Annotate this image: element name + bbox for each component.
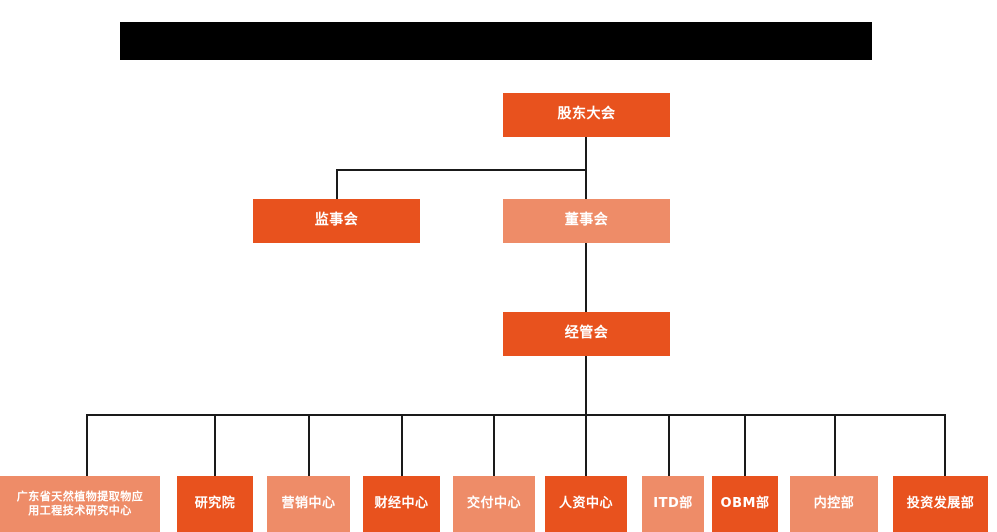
org-node-gd-plant-extract-center[interactable]: 广东省天然植物提取物应 用工程技术研究中心 [0, 476, 160, 532]
org-node-label: 人资中心 [558, 495, 613, 511]
redacted-title-banner [120, 22, 872, 60]
connector-drop-research-institute [214, 414, 216, 476]
org-node-directors[interactable]: 董事会 [503, 199, 670, 243]
org-node-label: 股东大会 [557, 106, 616, 123]
org-node-label: OBM部 [720, 495, 770, 511]
org-node-label: 内控部 [813, 495, 855, 511]
connector-drop-investment-development-department [944, 414, 946, 476]
connector-management-stem [585, 356, 587, 416]
org-node-itd-department[interactable]: ITD部 [642, 476, 704, 532]
org-node-label: 研究院 [194, 495, 236, 511]
connector-shareholders-stem [585, 137, 587, 199]
connector-drop-obm-department [744, 414, 746, 476]
org-node-research-institute[interactable]: 研究院 [177, 476, 253, 532]
connector-directors-to-management [585, 243, 587, 312]
org-node-investment-development-department[interactable]: 投资发展部 [893, 476, 988, 532]
org-node-label: 交付中心 [466, 495, 521, 511]
org-node-label: 董事会 [564, 212, 609, 229]
connector-drop-internal-control-department [834, 414, 836, 476]
org-node-label: 财经中心 [374, 495, 429, 511]
connector-supervisors-drop [336, 169, 338, 199]
org-node-label: 营销中心 [281, 495, 336, 511]
org-node-marketing-center[interactable]: 营销中心 [267, 476, 350, 532]
org-node-label: ITD部 [653, 495, 693, 511]
org-node-internal-control-department[interactable]: 内控部 [790, 476, 878, 532]
org-node-label: 投资发展部 [906, 495, 975, 511]
org-node-label: 经管会 [564, 325, 609, 342]
connector-drop-itd-department [668, 414, 670, 476]
org-node-shareholders[interactable]: 股东大会 [503, 93, 670, 137]
connector-level4-bus [86, 414, 946, 416]
org-node-label: 监事会 [314, 212, 359, 229]
connector-drop-delivery-center [493, 414, 495, 476]
org-node-management-committee[interactable]: 经管会 [503, 312, 670, 356]
connector-level2-bus [336, 169, 587, 171]
connector-drop-gd-plant-extract-center [86, 414, 88, 476]
org-node-supervisors[interactable]: 监事会 [253, 199, 420, 243]
org-node-label: 广东省天然植物提取物应 用工程技术研究中心 [16, 490, 144, 517]
org-node-finance-center[interactable]: 财经中心 [363, 476, 440, 532]
org-node-hr-center[interactable]: 人资中心 [545, 476, 627, 532]
connector-drop-hr-center [585, 414, 587, 476]
org-node-delivery-center[interactable]: 交付中心 [453, 476, 535, 532]
connector-drop-finance-center [401, 414, 403, 476]
connector-drop-marketing-center [308, 414, 310, 476]
org-node-obm-department[interactable]: OBM部 [712, 476, 778, 532]
